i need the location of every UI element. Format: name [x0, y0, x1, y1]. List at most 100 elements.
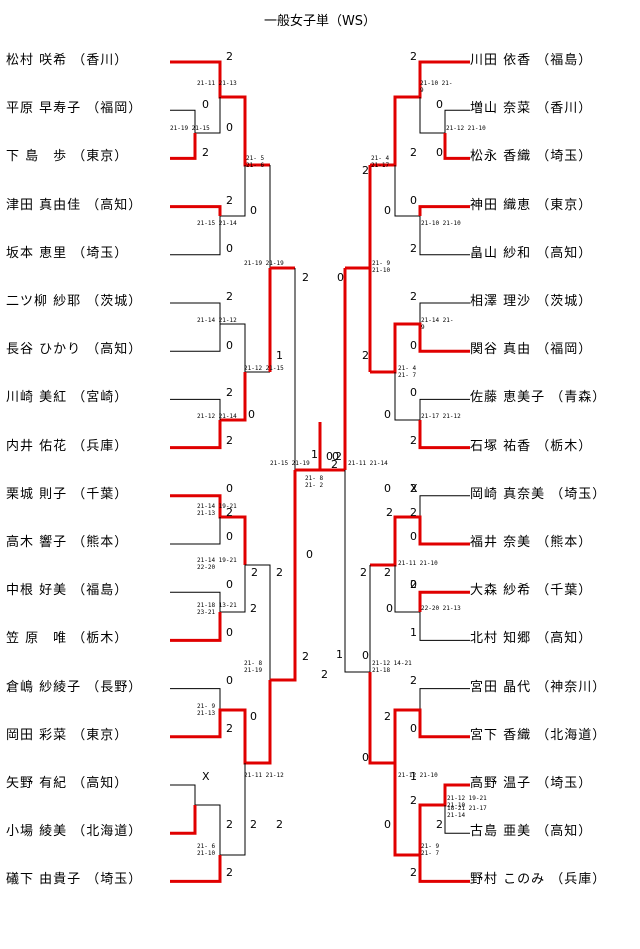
player-left-5: 坂本 恵里 （埼玉）: [6, 246, 166, 262]
match-result: 2: [226, 194, 233, 207]
player-left-2: 平原 早寿子 （福岡）: [6, 101, 166, 117]
match-result: 2: [226, 386, 233, 399]
bracket-line: [344, 470, 371, 673]
winner-path: [443, 133, 470, 160]
bracket-line: [220, 565, 246, 613]
player-left-18: 礒下 由貴子 （埼玉）: [6, 872, 166, 888]
player-left-7: 長谷 ひかり （高知）: [6, 342, 166, 358]
winner-path: [170, 133, 197, 160]
match-result: 2: [251, 566, 258, 579]
bracket-line: [394, 165, 420, 217]
match-result: 0: [362, 649, 369, 662]
match-result: 1: [311, 448, 318, 461]
match-result: 2: [410, 866, 417, 879]
player-prefecture: （長野）: [81, 679, 143, 695]
match-result: 2: [226, 866, 233, 879]
player-prefecture: （福島）: [67, 583, 129, 599]
player-name: 古島 亜美: [470, 824, 532, 840]
match-result: 2: [250, 602, 257, 615]
player-name: 関谷 真由: [470, 342, 532, 358]
winner-path: [170, 60, 270, 167]
match-result: 2: [302, 650, 309, 663]
bracket-line: [419, 688, 470, 710]
match-result: 0: [410, 339, 417, 352]
bracket-line: [394, 565, 420, 613]
player-name: 長谷 ひかり: [6, 342, 82, 358]
player-prefecture: （千葉）: [531, 583, 593, 599]
player-name: 栗城 則子: [6, 486, 68, 502]
player-prefecture: （高知）: [531, 631, 593, 647]
match-result: 0: [410, 722, 417, 735]
player-prefecture: （高知）: [531, 245, 593, 261]
game-score: 21-12 21-10: [398, 772, 438, 779]
player-left-15: 岡田 彩菜 （東京）: [6, 728, 166, 744]
match-result: 0: [384, 408, 391, 421]
match-result: 0: [202, 98, 209, 111]
player-left-4: 津田 真由佳 （高知）: [6, 198, 166, 214]
player-prefecture: （栃木）: [67, 631, 129, 647]
winner-path: [418, 420, 470, 450]
bracket-line: [419, 216, 470, 256]
bracket-line: [419, 398, 470, 420]
winner-path: [170, 805, 197, 835]
player-name: 川田 依香: [470, 53, 532, 68]
player-prefecture: （青森）: [545, 390, 607, 406]
match-result: 2: [226, 434, 233, 447]
match-result: 2: [410, 434, 417, 447]
player-right-9: 石塚 祐香 （栃木）: [470, 439, 635, 455]
match-result: 2: [226, 818, 233, 831]
bracket-line: [170, 216, 221, 256]
player-prefecture: （宮崎）: [67, 390, 129, 406]
player-left-12: 中根 好美 （福島）: [6, 583, 166, 599]
game-score: 21-14 21-12: [197, 317, 237, 324]
player-name: 福井 奈美: [470, 535, 532, 550]
winner-path: [370, 515, 470, 567]
player-prefecture: （熊本）: [531, 535, 593, 550]
player-left-3: 下 島 歩 （東京）: [6, 149, 166, 165]
player-name: 岡崎 真奈美: [470, 486, 546, 502]
player-prefecture: （埼玉）: [531, 149, 593, 165]
match-result: 2: [276, 566, 283, 579]
winner-path: [418, 855, 470, 883]
player-name: 野村 このみ: [470, 872, 546, 888]
match-result: 2: [362, 349, 369, 362]
game-score: 22-20 21-13: [421, 605, 461, 612]
match-result: 0: [226, 121, 233, 134]
winner-path: [270, 470, 297, 682]
winner-path: [418, 205, 470, 216]
winner-path: [170, 680, 272, 765]
match-result: 0: [226, 626, 233, 639]
player-right-17: 古島 亜美 （高知）: [470, 824, 635, 840]
match-result: 2: [202, 146, 209, 159]
player-name: 川崎 美紅: [6, 390, 68, 406]
player-right-14: 宮田 晶代 （神奈川）: [470, 680, 635, 696]
player-prefecture: （福岡）: [81, 101, 143, 117]
bracket-line: [444, 805, 470, 834]
player-prefecture: （埼玉）: [531, 776, 593, 791]
match-result: 2: [335, 450, 342, 463]
match-result: 2: [410, 578, 417, 591]
player-right-3: 松永 香織 （埼玉）: [470, 149, 635, 165]
winner-path: [220, 372, 247, 422]
player-right-2: 増山 奈菜 （香川）: [470, 101, 635, 117]
player-name: 平原 早寿子: [6, 101, 82, 117]
game-score: 21-17 21-12: [421, 413, 461, 420]
match-result: 2: [362, 164, 369, 177]
player-prefecture: （福島）: [531, 53, 593, 68]
player-prefecture: （東京）: [531, 197, 593, 213]
tournament-title: 一般女子単（WS）: [263, 14, 377, 29]
bracket-line: [170, 302, 270, 373]
player-right-11: 福井 奈美 （熊本）: [470, 535, 635, 551]
winner-path: [170, 420, 222, 450]
match-result: 2: [410, 146, 417, 159]
player-name: 増山 奈菜: [470, 101, 532, 117]
match-result: 0: [384, 482, 391, 495]
match-result: 2: [331, 458, 338, 471]
match-result: 2: [410, 50, 417, 63]
player-left-17: 小場 綾美 （北海道）: [6, 824, 166, 840]
